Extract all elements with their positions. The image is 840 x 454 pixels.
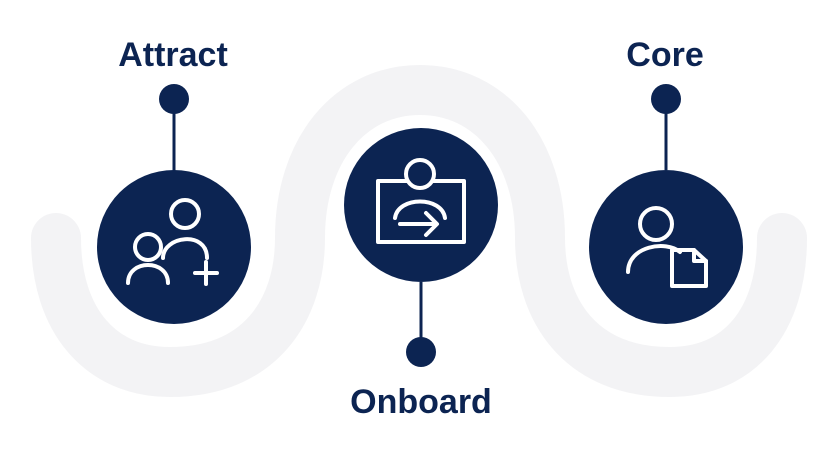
wave-track [31,64,807,398]
add-users-icon [126,198,219,286]
stage-onboard: Onboard [344,128,498,421]
user-arrow-frame-icon [376,158,466,244]
stage-core: Core [589,36,743,324]
stage-label-core: Core [626,36,703,74]
stage-circle-attract [97,170,251,324]
user-document-icon [626,206,708,288]
stage-label-attract: Attract [118,36,228,74]
stage-circle-onboard [344,128,498,282]
stage-attract: Attract [97,36,251,324]
connector-dot-onboard [406,337,436,367]
stage-label-onboard: Onboard [350,383,492,421]
